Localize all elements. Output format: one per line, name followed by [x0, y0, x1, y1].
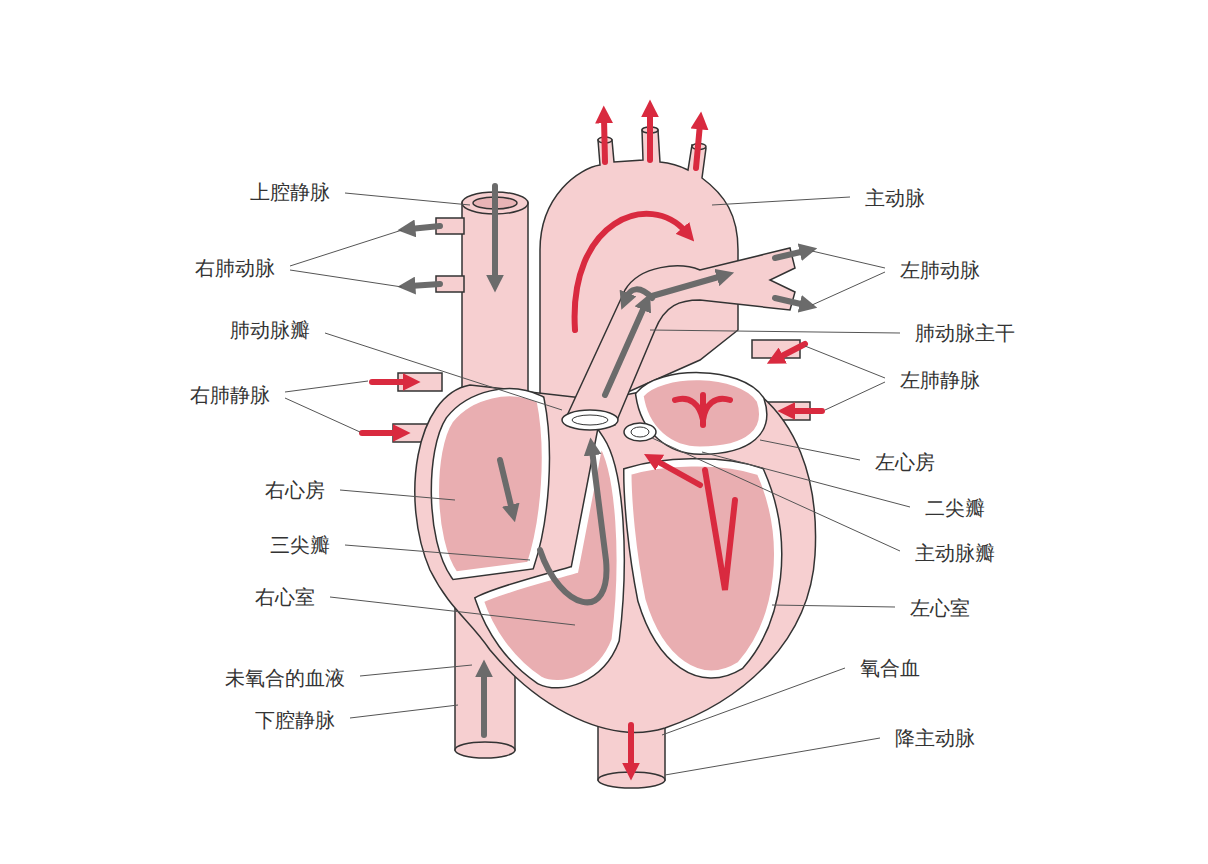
left-atrium	[640, 377, 763, 450]
leader-line	[662, 668, 845, 735]
leader-line	[345, 545, 530, 560]
oxygenated-flow	[362, 112, 822, 768]
flow-arrow	[540, 450, 606, 602]
part-label: 主动脉	[865, 186, 925, 210]
leader-line	[652, 438, 900, 551]
part-label: 肺动脉主干	[915, 321, 1015, 345]
flow-arrow	[492, 186, 498, 280]
flow-arrow	[575, 214, 686, 330]
flow-arrow	[775, 251, 805, 258]
flow-arrow	[675, 395, 730, 425]
leader-line	[712, 197, 850, 205]
leader-line	[812, 251, 885, 305]
leader-line	[350, 705, 458, 718]
flow-arrow	[410, 284, 440, 286]
right-ventricle-rim	[480, 440, 620, 684]
vessel-opening	[455, 742, 515, 758]
flow-arrow	[705, 470, 735, 590]
part-label: 未氧合的血液	[225, 666, 345, 690]
pulmonary-trunk	[565, 248, 795, 425]
leader-line	[650, 330, 900, 333]
flow-arrow	[790, 408, 822, 414]
pulmonary-valve	[562, 410, 618, 430]
flow-arrow	[604, 118, 605, 162]
flow-arrow	[626, 289, 652, 298]
right-atrium	[436, 393, 546, 575]
part-label: 上腔静脉	[250, 180, 330, 204]
flow-arrow	[372, 379, 408, 385]
flow-arrow	[647, 112, 653, 160]
left-ventricle	[628, 463, 777, 674]
leader-line	[290, 230, 402, 287]
valve-cusp	[572, 415, 608, 425]
part-label: 左心房	[875, 450, 935, 474]
flow-arrow	[362, 430, 398, 436]
part-label: 右心室	[255, 585, 315, 609]
part-label: 主动脉瓣	[915, 541, 995, 565]
part-label: 氧合血	[860, 656, 920, 680]
leader-line	[805, 346, 885, 410]
flow-arrow	[410, 226, 440, 229]
part-label: 三尖瓣	[270, 533, 330, 557]
left-ventricle-rim	[628, 463, 777, 674]
aortic-valve	[624, 423, 656, 441]
part-label: 二尖瓣	[925, 496, 985, 520]
right-ventricle	[480, 440, 620, 684]
leader-line	[330, 597, 575, 625]
flow-arrow	[500, 460, 512, 510]
leader-line	[325, 333, 562, 410]
part-label: 下腔静脉	[255, 708, 335, 732]
leader-lines	[285, 193, 910, 775]
leader-line	[340, 490, 455, 500]
part-label: 左心室	[910, 596, 970, 620]
right-atrium-rim	[436, 393, 546, 575]
part-label: 左肺动脉	[900, 258, 980, 282]
flow-arrow	[696, 124, 700, 168]
part-label: 右心房	[265, 478, 325, 502]
valve-cusp	[631, 427, 649, 437]
leader-line	[285, 381, 368, 432]
vessel-opening	[598, 772, 665, 788]
flow-arrow	[655, 460, 700, 485]
leader-line	[345, 193, 470, 205]
part-label: 肺动脉瓣	[230, 318, 310, 342]
deoxygenated-flow	[410, 186, 805, 735]
part-label: 降主动脉	[895, 726, 975, 750]
leader-line	[360, 665, 472, 676]
flow-arrow	[605, 305, 645, 395]
part-label: 右肺动脉	[195, 256, 275, 280]
flow-arrow	[778, 344, 805, 358]
chambers	[436, 377, 778, 684]
part-label: 右肺静脉	[190, 383, 270, 407]
flow-arrow	[628, 725, 634, 768]
left-atrium-rim	[640, 377, 763, 450]
part-label: 左肺静脉	[900, 368, 980, 392]
leader-line	[665, 738, 880, 775]
flow-arrow	[481, 672, 487, 735]
leader-line	[772, 605, 895, 607]
flow-arrow	[652, 276, 722, 296]
leader-line	[760, 440, 860, 460]
flow-arrow	[775, 298, 805, 305]
